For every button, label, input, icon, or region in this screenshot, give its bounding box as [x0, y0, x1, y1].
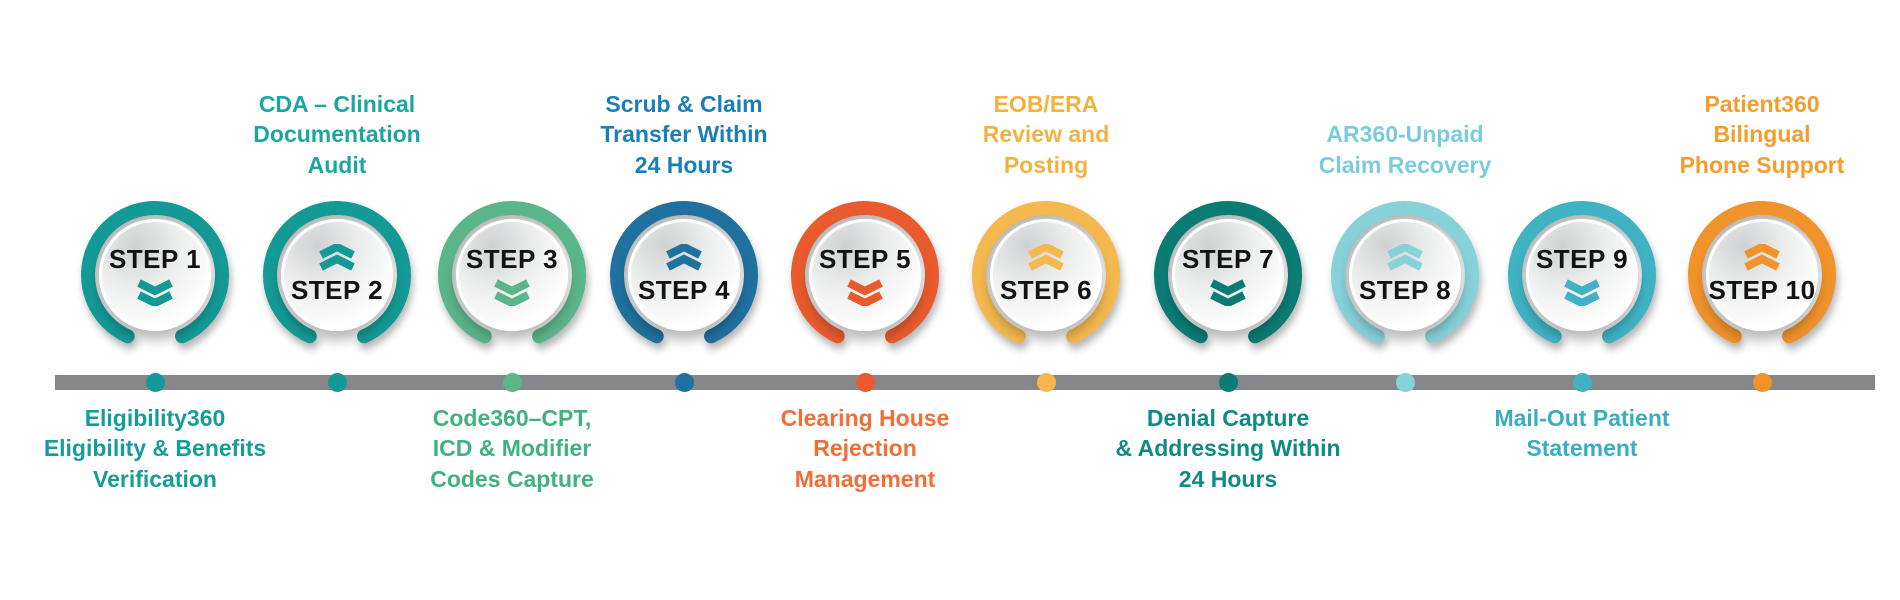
- timeline-dot: [1218, 373, 1238, 392]
- double-chevron-down-icon: [137, 279, 173, 306]
- step-inner-circle: STEP 1: [99, 219, 211, 331]
- step-ring: [1508, 201, 1656, 349]
- double-chevron-up-icon: [1387, 244, 1423, 271]
- step-8: STEP 8 AR360-Unpaid Claim Recovery: [1319, 121, 1491, 392]
- double-chevron-up-icon: [319, 244, 355, 271]
- step-ring: [1331, 201, 1479, 349]
- step-9: STEP 9 Mail-Out Patient Statement: [1494, 200, 1670, 461]
- step-1: STEP 1 Eligibility360 Eligibility & Bene…: [44, 200, 266, 492]
- timeline-dot: [502, 373, 522, 392]
- step-3: STEP 3 Code360–CPT, ICD & Modifier Codes…: [430, 200, 594, 492]
- step-title: STEP 7: [1181, 244, 1275, 274]
- step-title: STEP 6: [999, 275, 1093, 305]
- step-6-badge: STEP 6: [971, 200, 1121, 350]
- timeline-dot: [145, 373, 165, 392]
- double-chevron-up-icon: [666, 244, 702, 271]
- timeline-dot: [1572, 373, 1592, 392]
- double-chevron-down-icon: [847, 279, 883, 306]
- step-inner-circle: STEP 9: [1526, 219, 1638, 331]
- timeline-dot: [855, 373, 875, 392]
- step-label: EOB/ERA Review and Posting: [982, 90, 1110, 178]
- step-3-badge: STEP 3: [437, 200, 587, 350]
- double-chevron-down-icon: [1564, 279, 1600, 306]
- step-inner-circle: STEP 8: [1349, 219, 1461, 331]
- step-ring: [791, 201, 939, 349]
- step-inner-circle: STEP 5: [809, 219, 921, 331]
- step-title: STEP 2: [290, 275, 384, 305]
- step-title: STEP 3: [465, 244, 559, 274]
- double-chevron-down-icon: [1210, 279, 1246, 306]
- timeline-dot: [1036, 373, 1056, 392]
- step-label: Clearing House Rejection Management: [780, 405, 950, 492]
- timeline-dot: [1752, 373, 1772, 392]
- double-chevron-down-icon: [494, 279, 530, 306]
- step-label: Mail-Out Patient Statement: [1494, 405, 1670, 462]
- step-title: STEP 10: [1708, 275, 1816, 305]
- timeline-dot: [1395, 373, 1415, 392]
- step-7: STEP 7 Denial Capture & Addressing Withi…: [1115, 200, 1341, 492]
- step-label: Patient360 Bilingual Phone Support: [1679, 90, 1845, 178]
- step-9-badge: STEP 9: [1507, 200, 1657, 350]
- step-label: Scrub & Claim Transfer Within 24 Hours: [600, 90, 768, 178]
- step-inner-circle: STEP 7: [1172, 219, 1284, 331]
- timeline-dot: [327, 373, 347, 392]
- step-inner-circle: STEP 4: [628, 219, 740, 331]
- step-8-badge: STEP 8: [1330, 200, 1480, 350]
- step-inner-circle: STEP 10: [1706, 219, 1818, 331]
- step-inner-circle: STEP 2: [281, 219, 393, 331]
- step-label: AR360-Unpaid Claim Recovery: [1318, 121, 1492, 178]
- step-2-badge: STEP 2: [262, 200, 412, 350]
- step-label: Eligibility360 Eligibility & Benefits Ve…: [43, 405, 267, 492]
- step-label: Code360–CPT, ICD & Modifier Codes Captur…: [430, 405, 594, 492]
- step-label: CDA – Clinical Documentation Audit: [253, 90, 421, 178]
- step-inner-circle: STEP 6: [990, 219, 1102, 331]
- step-10-badge: STEP 10: [1687, 200, 1837, 350]
- step-ring: [263, 201, 411, 349]
- double-chevron-up-icon: [1744, 244, 1780, 271]
- timeline-dot: [674, 373, 694, 392]
- step-title: STEP 8: [1358, 275, 1452, 305]
- step-title: STEP 9: [1535, 244, 1629, 274]
- step-ring: [972, 201, 1120, 349]
- step-4: STEP 4 Scrub & Claim Transfer Within 24 …: [600, 91, 768, 392]
- step-10: STEP 10 Patient360 Bilingual Phone Suppo…: [1680, 91, 1844, 392]
- step-label: Denial Capture & Addressing Within 24 Ho…: [1115, 405, 1341, 492]
- step-ring: [438, 201, 586, 349]
- step-7-badge: STEP 7: [1153, 200, 1303, 350]
- step-title: STEP 4: [637, 275, 731, 305]
- step-title: STEP 5: [818, 244, 912, 274]
- step-ring: [1688, 201, 1836, 349]
- step-4-badge: STEP 4: [609, 200, 759, 350]
- double-chevron-up-icon: [1028, 244, 1064, 271]
- step-ring: [610, 201, 758, 349]
- step-6: STEP 6 EOB/ERA Review and Posting: [971, 91, 1121, 392]
- step-inner-circle: STEP 3: [456, 219, 568, 331]
- step-ring: [81, 201, 229, 349]
- step-title: STEP 1: [108, 244, 202, 274]
- step-ring: [1154, 201, 1302, 349]
- step-5: STEP 5 Clearing House Rejection Manageme…: [781, 200, 949, 492]
- step-1-badge: STEP 1: [80, 200, 230, 350]
- step-5-badge: STEP 5: [790, 200, 940, 350]
- step-2: STEP 2 CDA – Clinical Documentation Audi…: [253, 91, 421, 392]
